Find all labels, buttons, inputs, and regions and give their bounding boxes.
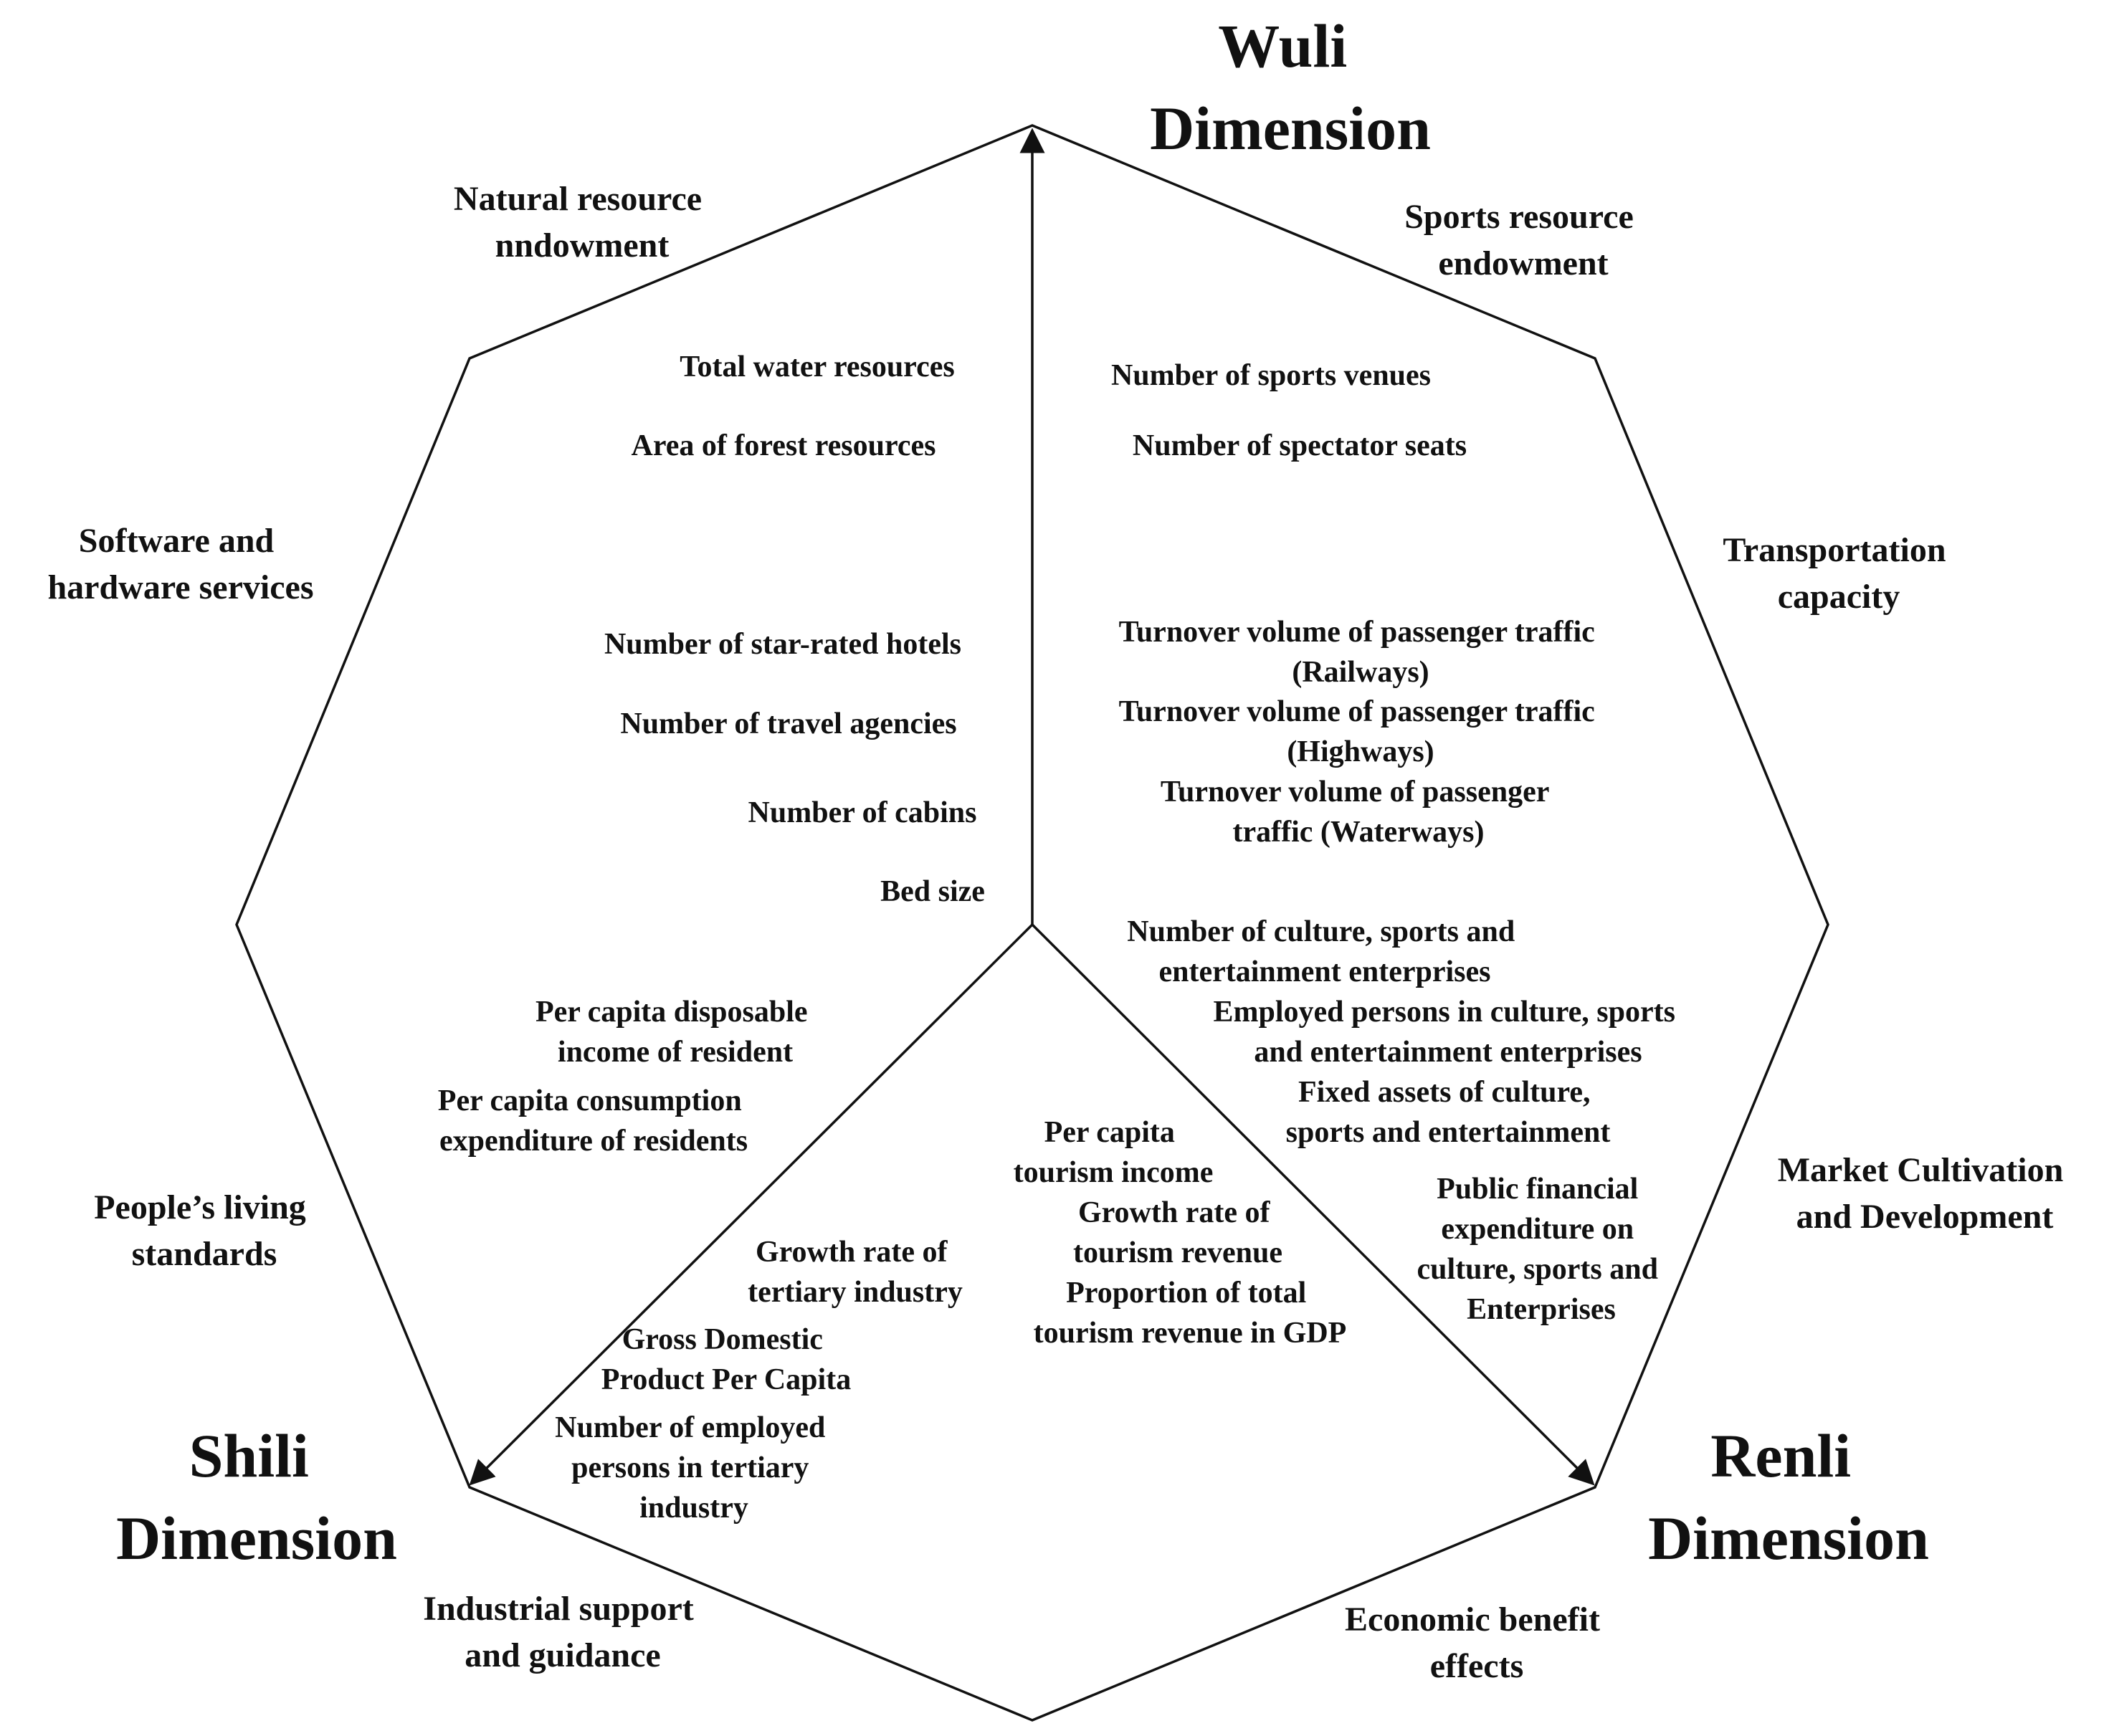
indicator-forest-area: Area of forest resources	[632, 429, 936, 462]
indicator-bed-size: Bed size	[880, 875, 985, 908]
indicator-sports-venues: Number of sports venues	[1111, 359, 1431, 392]
indicator-disposable-income: Per capita disposable income of resident	[535, 996, 815, 1069]
indicator-gdp-per-capita: Gross Domestic Product Per Capita	[601, 1323, 851, 1396]
indicator-tertiary-industry-growth: Growth rate of tertiary industry	[748, 1236, 963, 1309]
renli-axis-arrow	[1031, 923, 1595, 1486]
indicator-tourism-revenue-growth: Growth rate of tourism revenue	[1073, 1196, 1282, 1269]
octagon-outline	[235, 124, 1829, 1722]
indicator-star-rated-hotels: Number of star-rated hotels	[604, 628, 961, 661]
natural-resource-label: Natural resource nndowment	[454, 180, 710, 264]
indicator-travel-agencies: Number of travel agencies	[620, 707, 956, 740]
indicator-spectator-seats: Number of spectator seats	[1133, 429, 1467, 462]
indicator-railway-passenger-traffic: Turnover volume of passenger traffic (Ra…	[1119, 616, 1603, 689]
indicator-employed-culture-persons: Employed persons in culture, sports and …	[1214, 996, 1683, 1069]
shili-axis-arrow	[469, 923, 1034, 1486]
renli-dimension-title: Renli Dimension	[1648, 1421, 1929, 1573]
transportation-label: Transportation capacity	[1723, 531, 1954, 616]
sports-resource-label: Sports resource endowment	[1404, 198, 1642, 282]
market-cultivation-label: Market Cultivation and Development	[1778, 1151, 2072, 1236]
indicator-tourism-revenue-gdp-share: Proportion of total tourism revenue in G…	[1034, 1277, 1347, 1350]
indicator-consumption-expenditure: Per capita consumption expenditure of re…	[438, 1084, 749, 1158]
wuli-dimension-title: Wuli Dimension	[1150, 11, 1431, 163]
indicator-total-water-resources: Total water resources	[680, 350, 954, 383]
indicator-culture-enterprises: Number of culture, sports and entertainm…	[1127, 915, 1522, 988]
indicator-tertiary-employed-persons: Number of employed persons in tertiary i…	[555, 1411, 833, 1525]
indicator-highway-passenger-traffic: Turnover volume of passenger traffic (Hi…	[1119, 695, 1603, 768]
shili-dimension-title: Shili Dimension	[116, 1421, 397, 1573]
indicator-public-financial-expenditure: Public financial expenditure on culture,…	[1417, 1173, 1666, 1326]
indicator-per-capita-tourism-income: Per capita tourism income	[1014, 1116, 1214, 1189]
indicator-fixed-assets: Fixed assets of culture, sports and ente…	[1286, 1076, 1611, 1149]
economic-benefit-label: Economic benefit effects	[1345, 1601, 1609, 1685]
living-standards-label: People’s living standards	[94, 1188, 315, 1273]
indicator-cabins: Number of cabins	[748, 796, 977, 829]
industrial-support-label: Industrial support and guidance	[423, 1590, 702, 1674]
software-hardware-label: Software and hardware services	[47, 522, 313, 606]
indicator-waterway-passenger-traffic: Turnover volume of passenger traffic (Wa…	[1161, 776, 1556, 849]
